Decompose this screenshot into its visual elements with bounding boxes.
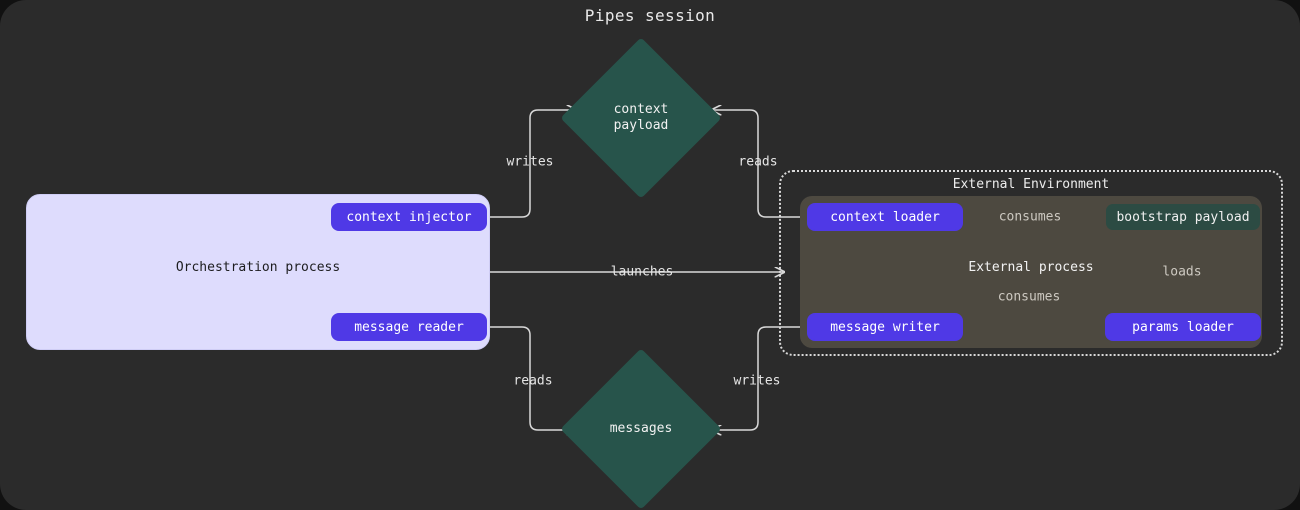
external-process-label: External process [968,260,1094,275]
external-environment-container[interactable]: External Environment [779,170,1283,356]
node-context-injector[interactable]: context injector [332,204,486,230]
edge-label-writes-context: writes [506,154,554,170]
edge-label-reads-context: reads [738,154,778,170]
node-context-payload-label: context payload [613,101,669,133]
node-context-payload[interactable]: context payload [560,37,722,199]
edge-label-writes-messages: writes [733,373,781,389]
node-messages[interactable]: messages [560,348,722,510]
external-environment-label: External Environment [952,177,1110,192]
edge-label-loads-params: loads [1162,264,1202,280]
node-messages-label: messages [609,420,673,436]
orchestration-process-label: Orchestration process [175,260,341,275]
edge-label-consumes-context: consumes [998,209,1062,225]
node-context-loader[interactable]: context loader [808,204,962,230]
edge-label-consumes-message: consumes [997,289,1061,305]
node-bootstrap-payload[interactable]: bootstrap payload [1106,204,1260,230]
edge-label-reads-messages: reads [513,373,553,389]
page-title: Pipes session [584,6,716,25]
node-params-loader[interactable]: params loader [1106,314,1260,340]
node-message-writer[interactable]: message writer [808,314,962,340]
node-message-reader[interactable]: message reader [332,314,486,340]
edge-label-launches: launches [610,264,674,280]
